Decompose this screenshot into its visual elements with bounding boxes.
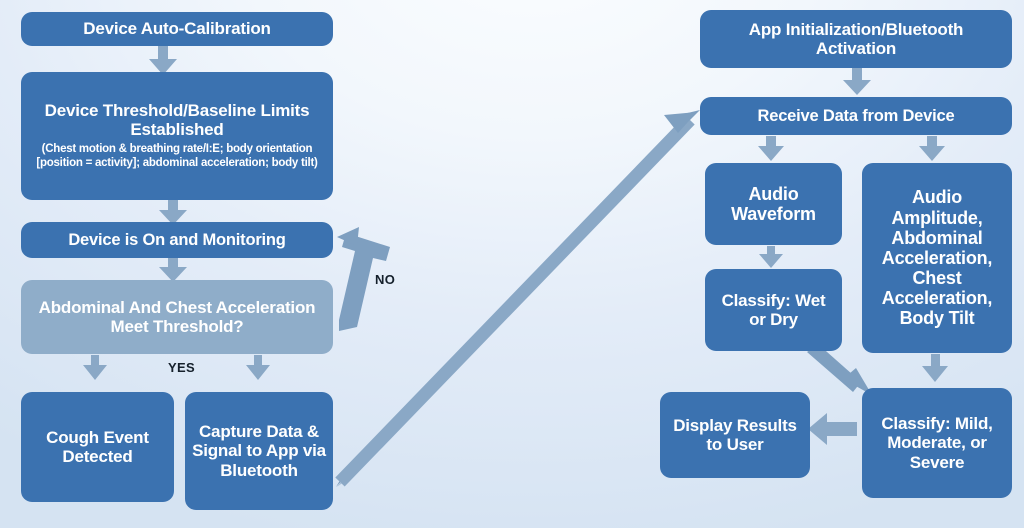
arrow-calibration-to-threshold bbox=[149, 46, 177, 75]
node-app-initialization-bluetooth[interactable]: App Initialization/Bluetooth Activation bbox=[700, 10, 1012, 68]
arrow-bluetooth-to-receive-data bbox=[335, 110, 700, 487]
arrow-appinit-to-receive bbox=[843, 68, 871, 95]
arrow-decision-to-cough-event bbox=[83, 355, 107, 380]
node-label: Classify: Mild, Moderate, or Severe bbox=[881, 414, 993, 472]
node-display-results-to-user[interactable]: Display Results to User bbox=[660, 392, 810, 478]
arrow-monitoring-to-decision bbox=[159, 258, 187, 282]
arrow-receive-to-audio-waveform bbox=[758, 136, 784, 161]
node-audio-waveform[interactable]: Audio Waveform bbox=[705, 163, 842, 245]
arrow-severity-to-display bbox=[808, 413, 857, 445]
arrow-features-to-severity bbox=[922, 354, 948, 382]
node-audio-features[interactable]: Audio Amplitude, Abdominal Acceleration,… bbox=[862, 163, 1012, 353]
node-decision-acceleration-threshold[interactable]: Abdominal And Chest Acceleration Meet Th… bbox=[21, 280, 333, 354]
node-label: Capture Data & Signal to App via Bluetoo… bbox=[192, 422, 326, 480]
node-label: Classify: Wet or Dry bbox=[721, 290, 826, 329]
node-label: Audio Amplitude, Abdominal Acceleration,… bbox=[881, 187, 993, 329]
node-label: Receive Data from Device bbox=[757, 106, 955, 125]
edge-label-yes: YES bbox=[168, 360, 195, 375]
node-device-auto-calibration[interactable]: Device Auto-Calibration bbox=[21, 12, 333, 46]
node-device-on-monitoring[interactable]: Device is On and Monitoring bbox=[21, 222, 333, 258]
node-label: Device is On and Monitoring bbox=[68, 230, 286, 249]
node-label: Audio Waveform bbox=[731, 183, 816, 224]
node-label: Device Auto-Calibration bbox=[83, 19, 271, 39]
node-receive-data-from-device[interactable]: Receive Data from Device bbox=[700, 97, 1012, 135]
node-label: Display Results to User bbox=[673, 415, 797, 454]
arrow-waveform-to-classify-wetdry bbox=[759, 246, 783, 268]
node-classify-wet-or-dry[interactable]: Classify: Wet or Dry bbox=[705, 269, 842, 351]
node-label: Device Threshold/Baseline Limits Establi… bbox=[44, 101, 310, 140]
arrow-decision-to-capture-data bbox=[246, 355, 270, 380]
arrow-wetdry-to-severity bbox=[807, 344, 872, 395]
node-label: Abdominal And Chest Acceleration Meet Th… bbox=[38, 297, 316, 336]
node-detail: (Chest motion & breathing rate/I:E; body… bbox=[36, 143, 318, 170]
node-capture-data-bluetooth[interactable]: Capture Data & Signal to App via Bluetoo… bbox=[185, 392, 333, 510]
node-label: App Initialization/Bluetooth Activation bbox=[748, 19, 964, 58]
node-label: Cough Event Detected bbox=[46, 427, 149, 466]
arrow-receive-to-audio-features bbox=[919, 136, 945, 161]
edge-label-no: NO bbox=[375, 272, 396, 287]
node-device-threshold-baseline[interactable]: Device Threshold/Baseline Limits Establi… bbox=[21, 72, 333, 200]
node-cough-event-detected[interactable]: Cough Event Detected bbox=[21, 392, 174, 502]
node-classify-severity[interactable]: Classify: Mild, Moderate, or Severe bbox=[862, 388, 1012, 498]
